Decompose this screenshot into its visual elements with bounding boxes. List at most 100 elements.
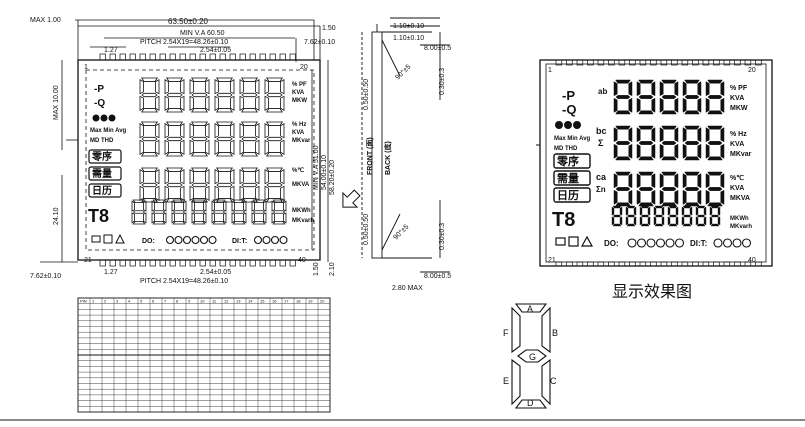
- top-dimensions: [75, 19, 321, 62]
- status-circle: [279, 235, 288, 245]
- segment-c: [541, 358, 551, 406]
- table-header-cell: 20: [320, 299, 325, 304]
- pin: [629, 261, 636, 267]
- table-header-cell: PIN: [80, 299, 87, 304]
- pin: [249, 259, 256, 267]
- mkvarh-unit: MKvarh: [292, 218, 314, 224]
- seven-segment-digit: [611, 205, 623, 227]
- pin-21-label: 21: [84, 257, 92, 264]
- preview-kva: KVA: [730, 95, 744, 102]
- pin: [639, 59, 647, 66]
- pin: [555, 59, 563, 66]
- seven-segment-digit: [636, 171, 656, 207]
- bottom-127-label: 1.27: [104, 269, 118, 276]
- seven-segment-digit: [139, 121, 160, 157]
- table-header-cell: 7: [164, 299, 167, 304]
- seven-segment-digit: [613, 171, 633, 207]
- seven-segment-digit: [705, 79, 725, 115]
- pin: [149, 259, 156, 267]
- seven-segment-digit: [613, 79, 633, 115]
- pin: [566, 59, 573, 66]
- status-circle: [674, 238, 685, 248]
- pin: [702, 59, 710, 66]
- pin: [179, 259, 186, 267]
- hz-unit: % Hz: [292, 122, 306, 128]
- pin: [289, 53, 296, 61]
- seven-segment-digit: [164, 121, 185, 157]
- segment-label-c: C: [550, 376, 557, 386]
- segment-label-d: D: [527, 398, 534, 408]
- t8-label: T8: [88, 206, 109, 226]
- segment-label-e: E: [503, 376, 509, 386]
- seven-segment-digit: [214, 77, 235, 113]
- bottom-254-label: 2.54±0.05: [200, 269, 231, 276]
- right-dimensions: [311, 60, 329, 262]
- preview-digit-grid: [611, 79, 725, 227]
- preview-bottom-pins: [555, 261, 762, 267]
- bell-icon: [115, 233, 125, 244]
- table-header-cell: 2: [104, 299, 107, 304]
- pin: [660, 261, 668, 267]
- segment-f: [511, 306, 521, 354]
- mkw-unit: MKW: [292, 98, 307, 104]
- status-circle: [655, 238, 666, 248]
- seven-segment-digit: [681, 205, 693, 227]
- pin: [259, 259, 266, 267]
- segment-label-a: A: [527, 304, 533, 314]
- seven-segment-digit: [625, 205, 637, 227]
- pin: [744, 59, 752, 66]
- seven-segment-digit: [164, 77, 185, 113]
- pin: [723, 59, 731, 66]
- status-circle: [732, 238, 742, 248]
- va-height-label: MIN V.A 51.00: [313, 145, 320, 190]
- pin: [629, 59, 636, 66]
- preview-bc: bc: [596, 126, 607, 136]
- demand-box: [88, 166, 122, 181]
- view-arrow-icon: [342, 189, 361, 208]
- pin: [713, 261, 720, 267]
- segment-a: [514, 303, 548, 313]
- pin-spacing-label: 7.62±0.10: [30, 273, 61, 280]
- preview-hz: % Hz: [730, 131, 747, 138]
- pitch-label: PITCH 2.54X19=48.26±0.10: [140, 39, 228, 46]
- pin: [189, 53, 196, 61]
- pin: [109, 53, 116, 61]
- pin: [119, 53, 126, 61]
- pin: [109, 259, 116, 267]
- pin: [169, 53, 176, 61]
- seven-segment-digit: [695, 205, 707, 227]
- front-label: FRONT (面): [366, 137, 374, 175]
- lead-bottom: 0.30±0.3: [439, 223, 446, 250]
- dot-indicator: [92, 114, 100, 122]
- max-min-avg: Max Min Avg: [90, 128, 127, 134]
- table-header-cell: 8: [176, 299, 179, 304]
- preview-pin-20: 20: [748, 67, 756, 74]
- seven-segment-digit: [214, 167, 235, 203]
- status-circle: [253, 235, 263, 245]
- do-indicators: [165, 235, 217, 245]
- status-circle: [262, 235, 271, 245]
- pin: [219, 53, 226, 61]
- pin: [587, 261, 594, 267]
- preview-p-arrow: -P: [562, 88, 575, 103]
- pin: [608, 261, 615, 267]
- pin: [289, 259, 296, 267]
- table-header-cell: 6: [152, 299, 155, 304]
- pin: [269, 259, 276, 267]
- pin: [279, 53, 286, 61]
- pin: [99, 53, 106, 61]
- side-profile: [361, 17, 450, 273]
- preview-t8: T8: [552, 209, 575, 231]
- di-label: DI:T:: [232, 238, 247, 245]
- q-arrow-label: -Q: [94, 98, 105, 109]
- segment-e: [511, 358, 521, 406]
- lower-210-label: 2.10: [329, 262, 336, 276]
- status-circle: [627, 238, 637, 248]
- preview-mkvar: MKvar: [730, 151, 752, 158]
- pin-offset-label: 1.27: [104, 47, 118, 54]
- seven-segment-digit: [264, 77, 285, 113]
- pin: [692, 261, 699, 267]
- preview-pin-1: 1: [548, 67, 552, 74]
- pin: [660, 59, 668, 66]
- status-circle: [199, 235, 209, 245]
